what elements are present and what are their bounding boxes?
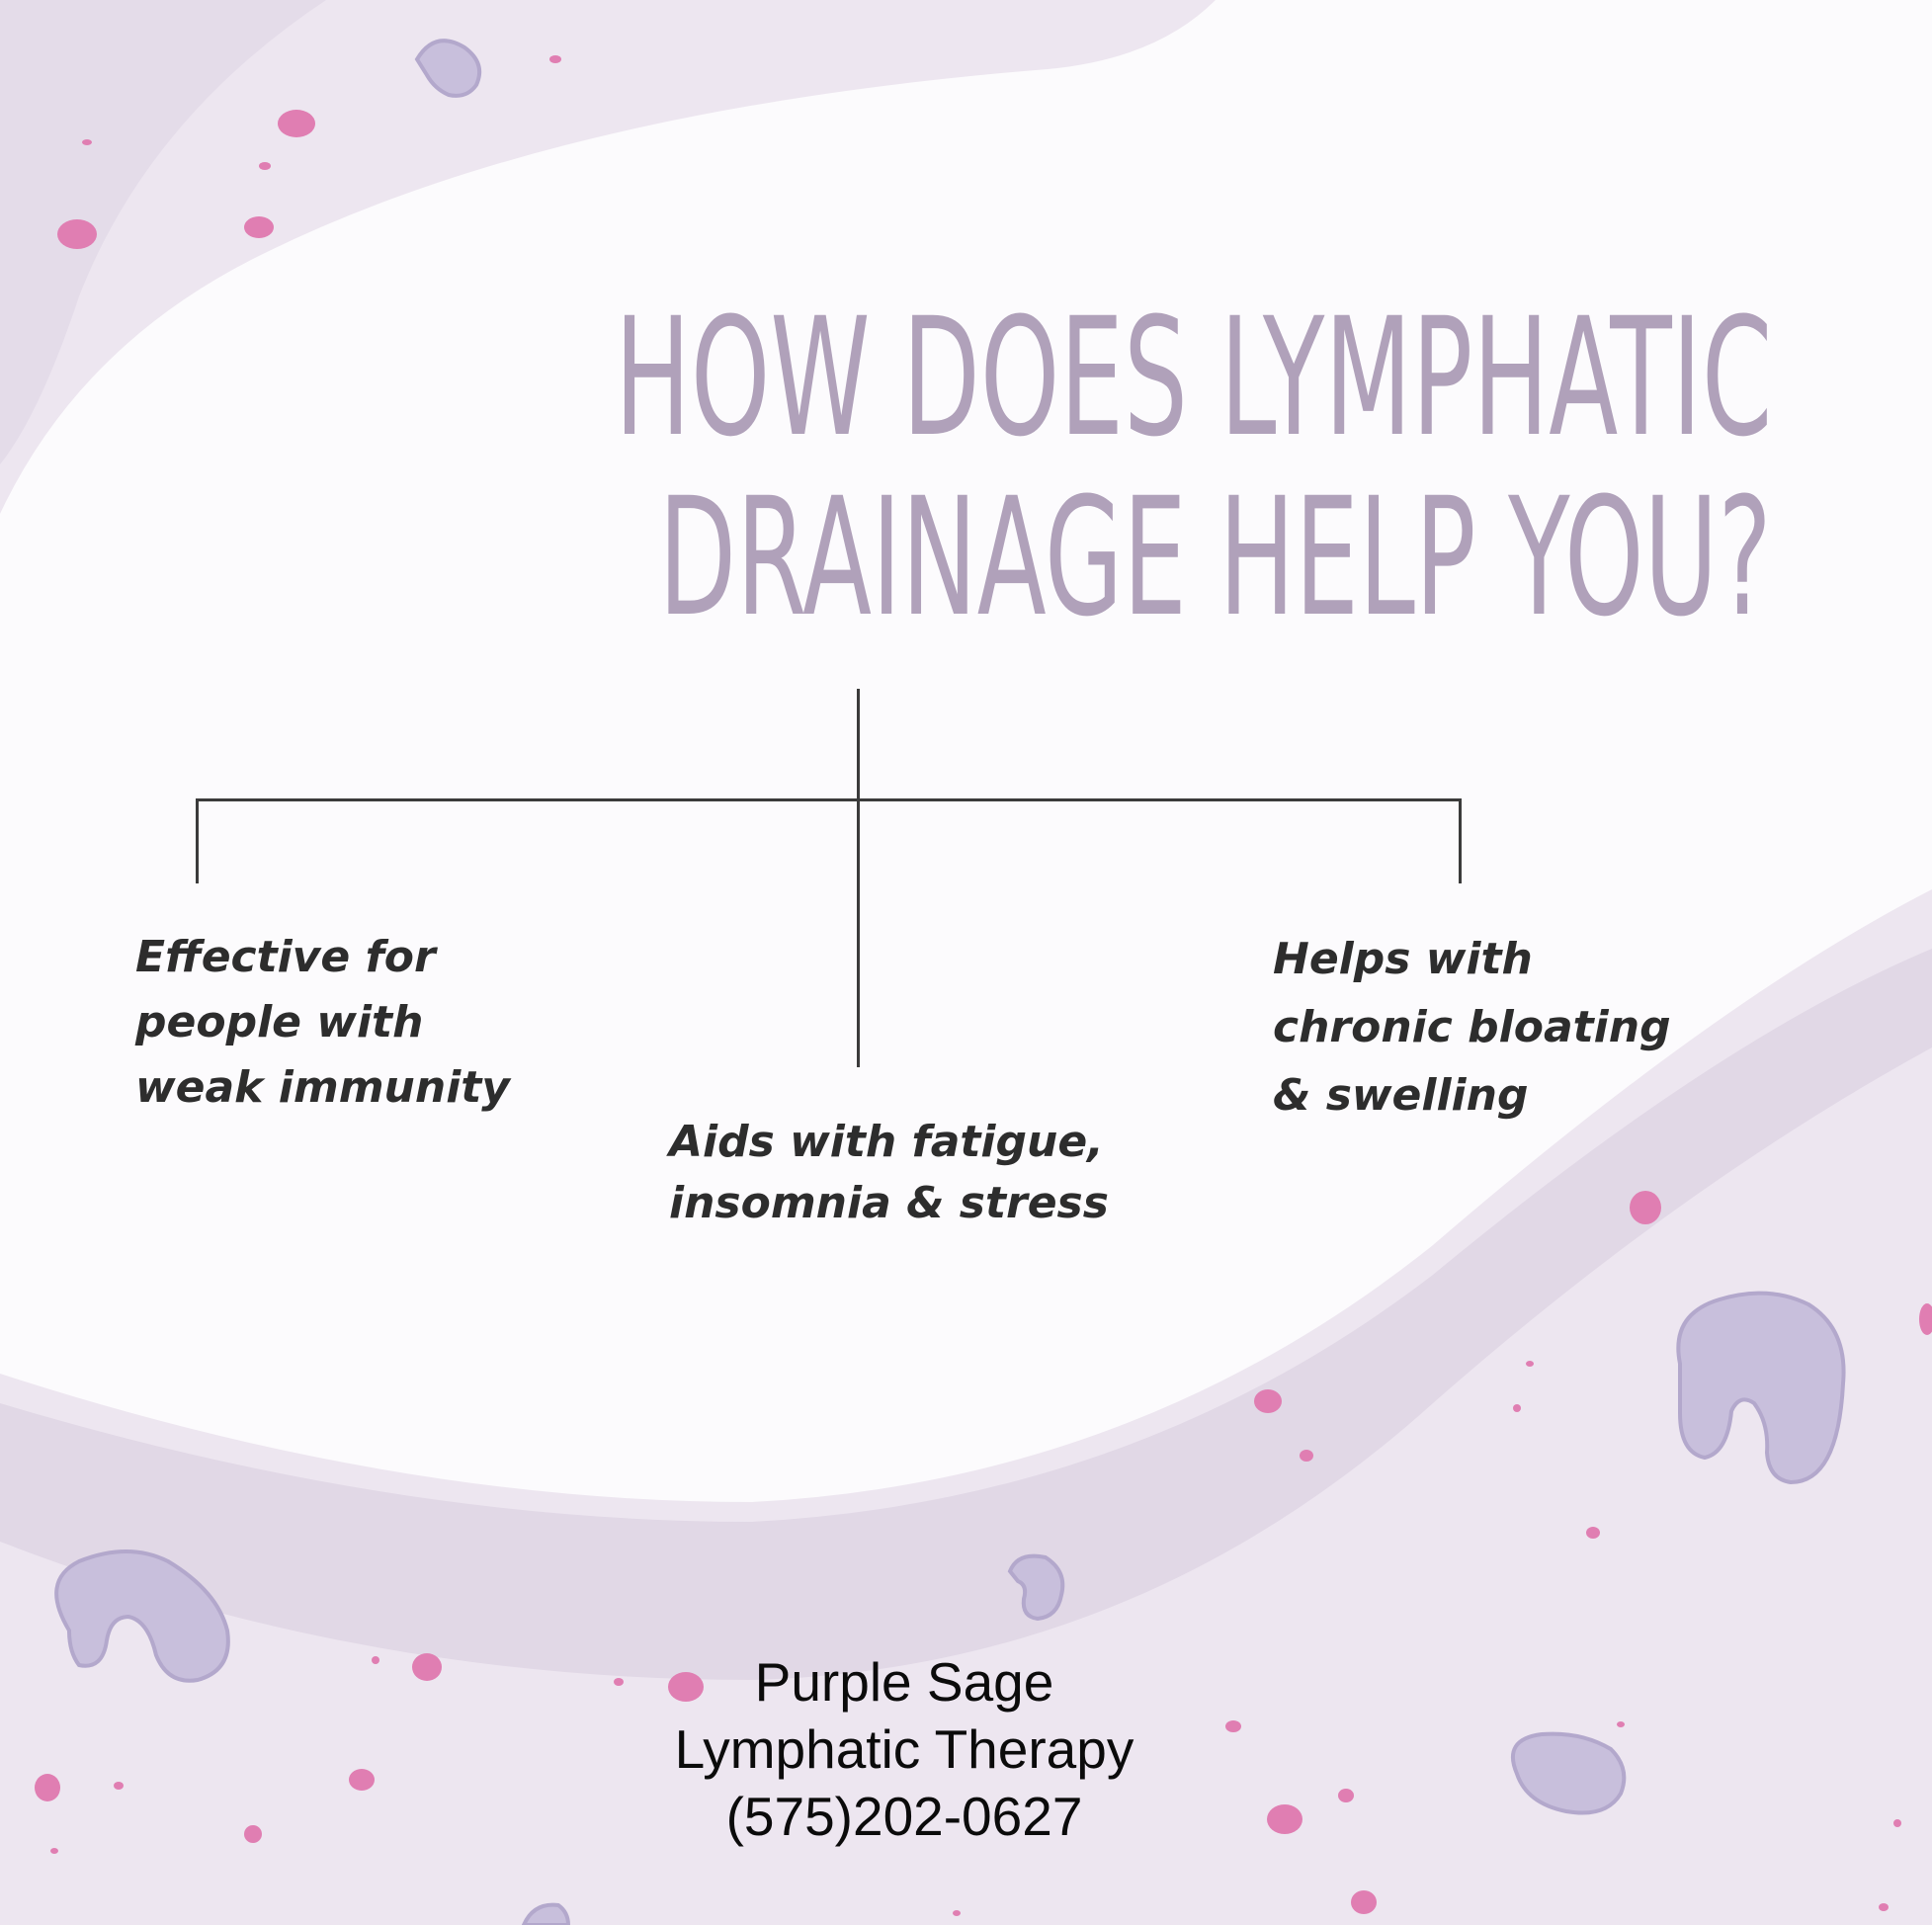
bottom-wave [0, 889, 1932, 1925]
benefit-bloating: Helps with chronic bloating & swelling [1273, 925, 1671, 1130]
benefit-fatigue-line-2: insomnia & stress [669, 1178, 1109, 1228]
lymph-blobs [54, 39, 1846, 1925]
business-name-line-1: Purple Sage [754, 1651, 1054, 1713]
benefit-fatigue-line-1: Aids with fatigue, [669, 1117, 1104, 1167]
connector-stem-top [857, 689, 860, 1067]
benefit-immunity: Effective for people with weak immunity [135, 925, 510, 1121]
headline-line-1: HOW DOES LYMPHATIC [614, 283, 1772, 472]
benefit-bloating-line-3: & swelling [1273, 1070, 1529, 1121]
bottom-band [0, 949, 1932, 1680]
benefit-immunity-line-2: people with [135, 997, 424, 1047]
connector-horizontal [196, 798, 1462, 801]
benefit-bloating-line-2: chronic bloating [1273, 1002, 1671, 1052]
blob-bottom-left [54, 1549, 230, 1683]
benefit-immunity-line-1: Effective for [135, 932, 436, 982]
phone-number: (575)202-0627 [725, 1786, 1083, 1847]
connector-drop-left [196, 798, 199, 883]
benefit-bloating-line-1: Helps with [1273, 934, 1533, 984]
headline-line-2: DRAINAGE HELP YOU? [658, 462, 1772, 652]
business-name-line-2: Lymphatic Therapy [674, 1718, 1134, 1780]
benefit-immunity-line-3: weak immunity [135, 1062, 510, 1113]
blob-bottom-edge [521, 1902, 571, 1925]
pink-dots [35, 55, 1932, 1916]
top-left-wave-shade [0, 0, 326, 464]
contact-block: Purple Sage Lymphatic Therapy (575)202-0… [568, 1648, 1240, 1850]
benefit-fatigue: Aids with fatigue, insomnia & stress [669, 1112, 1109, 1234]
connector-drop-right [1459, 798, 1462, 883]
blob-bottom-middle [1007, 1553, 1065, 1622]
blob-top [414, 39, 481, 98]
blob-bottom-right [1511, 1731, 1627, 1815]
blob-right [1676, 1291, 1846, 1485]
